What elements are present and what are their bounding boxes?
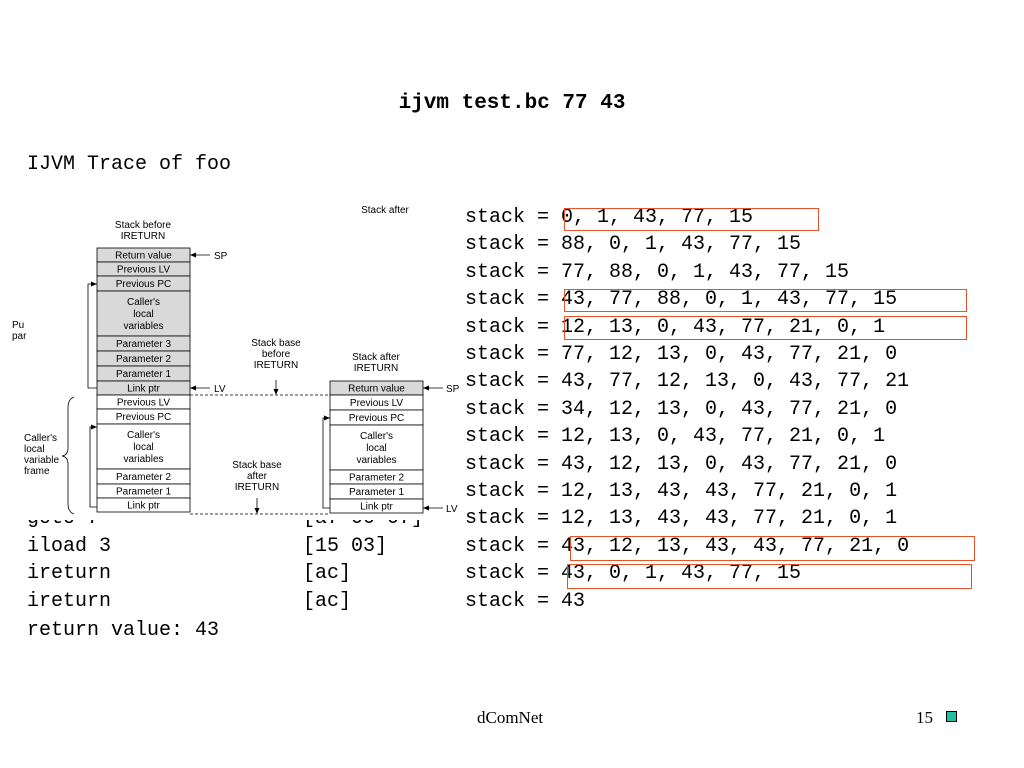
trace-bytes: [15 03] — [303, 534, 388, 558]
trace-stack: stack = 77, 88, 0, 1, 43, 77, 15 — [465, 260, 850, 284]
stack-cell-label: Parameter 1 — [116, 487, 171, 498]
trace-stack: stack = 0, 1, 43, 77, 15 — [465, 206, 754, 229]
trace-row: stack = 12, 13, 0, 43, 77, 21, 0, 1 — [0, 425, 1024, 452]
highlight-box — [564, 316, 967, 340]
arrowhead — [273, 389, 279, 395]
stack-cell-label: Return value — [348, 384, 405, 395]
stack-cell-label: Parameter 2 — [116, 354, 171, 365]
page-marker-icon — [946, 711, 957, 722]
stack-cell-label: Parameter 1 — [349, 487, 404, 498]
stack-cell-label: Parameter 3 — [116, 339, 171, 350]
trace-stack: stack = 43, 77, 12, 13, 0, 43, 77, 21 — [465, 370, 910, 394]
trace-row: ireturn [ac] stack = 43 — [0, 590, 1024, 617]
arrowhead — [91, 281, 97, 287]
trace-row: stack = 0, 1, 43, 77, 15 — [0, 206, 1024, 233]
trace-stack: stack = 12, 13, 0, 43, 77, 21, 0, 1 — [465, 425, 886, 449]
stack-cell-label: Parameter 1 — [116, 369, 171, 380]
highlight-box — [564, 289, 967, 312]
trace-row: stack = 12, 13, 43, 43, 77, 21, 0, 1 — [0, 480, 1024, 507]
stack-cell — [96, 423, 191, 470]
trace-instruction: iload 3 — [27, 534, 112, 558]
trace-instruction: ireturn — [27, 562, 112, 586]
lv-label: LV — [214, 384, 226, 395]
stack-cell-label: Previous PC — [349, 413, 405, 424]
trace-stack: stack = 12, 13, 43, 43, 77, 21, 0, 1 — [465, 480, 898, 503]
stack-cell-label: Previous LV — [117, 398, 171, 409]
return-value-line: return value: 43 — [27, 619, 220, 642]
stack-cell-label: Previous PC — [116, 279, 172, 290]
arrowhead — [324, 415, 330, 421]
trace-row: stack = 77, 88, 0, 1, 43, 77, 15 — [0, 261, 1024, 288]
lv-label: LV — [446, 504, 458, 515]
trace-bytes: [ac] — [303, 562, 352, 586]
stack-cell-label: Previous LV — [117, 265, 171, 276]
sp-label: SP — [214, 251, 228, 262]
slide-title: ijvm test.bc 77 43 — [398, 92, 626, 115]
arrowhead — [190, 385, 196, 391]
stack-cell-label: Return value — [115, 251, 172, 262]
stack-cell-label: Parameter 2 — [349, 473, 404, 484]
stack-cell-label: Parameter 2 — [116, 472, 171, 483]
trace-row: stack = 43, 77, 12, 13, 0, 43, 77, 21 — [0, 370, 1024, 397]
highlight-box — [570, 536, 975, 561]
trace-stack: stack = 43, 0, 1, 43, 77, 15 — [465, 562, 802, 586]
arrowhead — [190, 252, 196, 258]
stack-cell-label: Link ptr — [360, 502, 393, 513]
trace-stack: stack = 12, 13, 43, 43, 77, 21, 0, 1 — [465, 507, 898, 531]
trace-row: stack = 12, 13, 0, 43, 77, 21, 0, 1 — [0, 316, 1024, 343]
trace-stack: stack = 88, 0, 1, 43, 77, 15 — [465, 233, 802, 257]
stack-cell-label: Link ptr — [127, 501, 160, 512]
stack-after-top-label: Stack after — [361, 205, 409, 216]
trace-stack: stack = 43, 12, 13, 0, 43, 77, 21, 0 — [465, 452, 898, 476]
stack-cell — [329, 498, 424, 514]
trace-row: stack = 43, 12, 13, 0, 43, 77, 21, 0 — [0, 453, 1024, 480]
stack-cell — [329, 424, 424, 471]
stack-cell — [96, 497, 191, 513]
trace-row: iload 3 [15 03] stack = 43, 12, 13, 43, 43… — [0, 535, 1024, 562]
sp-label: SP — [446, 384, 460, 395]
trace-stack: stack = 43 — [465, 589, 586, 613]
arrowhead — [423, 505, 429, 511]
trace-row: stack = 34, 12, 13, 0, 43, 77, 21, 0 — [0, 398, 1024, 425]
trace-row: stack = 43, 77, 88, 0, 1, 43, 77, 15 — [0, 288, 1024, 315]
stack-cell-label: Previous PC — [116, 412, 172, 423]
trace-row: stack = 88, 0, 1, 43, 77, 15 — [0, 233, 1024, 260]
footer-label: dComNet — [477, 708, 544, 727]
trace-stack: stack = 43, 12, 13, 43, 43, 77, 21, 0 — [465, 534, 910, 558]
page-number: 15 — [916, 708, 933, 727]
trace-heading: IJVM Trace of foo — [27, 153, 232, 176]
trace-stack: stack = 43, 77, 88, 0, 1, 43, 77, 15 — [465, 288, 898, 312]
caller-frame-brace — [61, 396, 75, 515]
arrowhead — [91, 424, 97, 430]
trace-stack: stack = 34, 12, 13, 0, 43, 77, 21, 0 — [465, 397, 898, 421]
trace-stack: stack = 77, 12, 13, 0, 43, 77, 21, 0 — [465, 343, 898, 366]
stack-cell-label: Previous LV — [350, 398, 404, 409]
stack-cell — [96, 290, 191, 337]
trace-row: ireturn [ac] stack = 43, 0, 1, 43, 77, 15 — [0, 562, 1024, 589]
trace-instruction: ireturn — [27, 589, 112, 613]
highlight-box — [564, 208, 819, 231]
arrowhead — [254, 508, 260, 514]
trace-bytes: [ac] — [303, 589, 352, 613]
highlight-box — [567, 564, 972, 589]
trace-row: stack = 77, 12, 13, 0, 43, 77, 21, 0 — [0, 343, 1024, 370]
arrowhead — [423, 385, 429, 391]
trace-stack: stack = 12, 13, 0, 43, 77, 21, 0, 1 — [465, 315, 886, 339]
stack-cell-label: Link ptr — [127, 384, 160, 395]
